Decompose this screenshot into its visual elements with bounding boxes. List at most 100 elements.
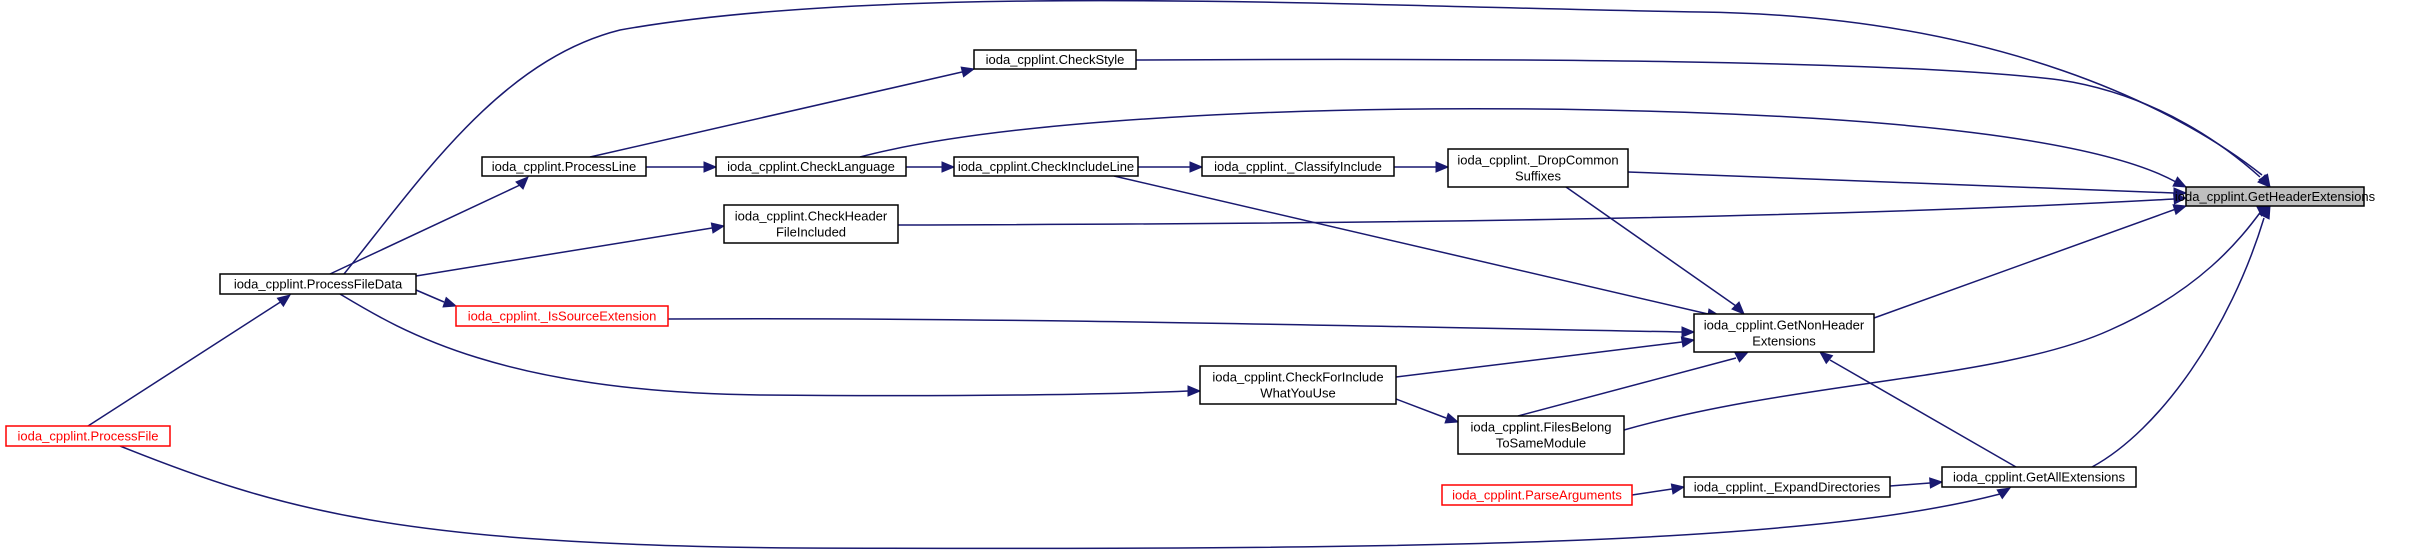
arrowhead-icon: [515, 176, 529, 190]
node-process-file[interactable]: ioda_cpplint.ProcessFile: [5, 425, 171, 447]
node-box: [219, 273, 417, 295]
edge-check_header_file_included-to-get_header_extensions: [897, 193, 2188, 226]
edge-line: [1631, 488, 1673, 496]
edge-drop_common_suffixes-to-get_non_header_extensions: [1565, 186, 1745, 315]
node-label: ioda_cpplint.FilesBelong: [1471, 420, 1612, 435]
edge-drop_common_suffixes-to-get_header_extensions: [1627, 171, 2188, 199]
edge-line: [329, 184, 521, 275]
node-parse-arguments[interactable]: ioda_cpplint.ParseArguments: [1441, 484, 1633, 506]
edge-line: [1565, 186, 1737, 307]
edge-process_file_data-to-check_for_include_what_you_use: [339, 293, 1202, 397]
edge-line: [343, 0, 2263, 275]
edge-process_file_data-to-process_line: [329, 176, 529, 275]
node-label: ioda_cpplint._IsSourceExtension: [468, 309, 657, 324]
edge-line: [897, 198, 2175, 226]
edge-process_file_data-to-check_header_file_included: [415, 222, 726, 277]
node-process-file-data[interactable]: ioda_cpplint.ProcessFileData: [219, 273, 417, 295]
edge-classify_include-to-drop_common_suffixes: [1394, 161, 1450, 173]
node-label: ioda_cpplint._DropCommon: [1457, 153, 1618, 168]
edge-process_line-to-check_style: [589, 66, 976, 158]
node-is-source-extension[interactable]: ioda_cpplint._IsSourceExtension: [455, 305, 669, 327]
node-box: [1941, 466, 2137, 488]
node-label: ioda_cpplint.GetHeaderExtensions: [2175, 189, 2376, 204]
node-label: ioda_cpplint.ParseArguments: [1452, 488, 1622, 503]
arrowhead-icon: [1996, 487, 2012, 500]
call-edges: [87, 0, 2272, 550]
edge-line: [415, 289, 445, 303]
node-box: [723, 204, 899, 244]
arrowhead-icon: [1734, 351, 1750, 363]
node-box: [953, 156, 1139, 177]
node-box: [1683, 476, 1891, 498]
arrowhead-icon: [1818, 351, 1834, 365]
node-box: [5, 425, 171, 447]
node-classify-include[interactable]: ioda_cpplint._ClassifyInclude: [1201, 156, 1395, 177]
arrowhead-icon: [960, 66, 976, 78]
arrowhead-icon: [1681, 326, 1696, 338]
edge-is_source_extension-to-get_non_header_extensions: [667, 317, 1696, 338]
node-label: FileIncluded: [776, 225, 846, 240]
arrowhead-icon: [2257, 174, 2271, 188]
arrowhead-icon: [703, 161, 718, 173]
arrowhead-icon: [1680, 336, 1696, 348]
node-box: [1457, 415, 1625, 455]
node-label: ioda_cpplint.CheckStyle: [986, 52, 1125, 67]
node-label: ToSameModule: [1496, 436, 1586, 451]
arrowhead-icon: [2172, 204, 2188, 216]
arrowhead-icon: [2173, 193, 2188, 205]
node-box: [715, 156, 907, 177]
edge-check_include_line-to-get_non_header_extensions: [1113, 175, 1722, 320]
node-process-line[interactable]: ioda_cpplint.ProcessLine: [481, 156, 647, 177]
edge-process_file_data-to-is_source_extension: [415, 289, 458, 308]
edge-check_style-to-get_header_extensions: [1135, 58, 2271, 188]
node-label: ioda_cpplint.GetNonHeader: [1704, 318, 1865, 333]
edge-check_language-to-check_include_line: [906, 161, 956, 173]
node-label: ioda_cpplint.CheckLanguage: [727, 159, 895, 174]
node-get-header-extensions[interactable]: ioda_cpplint.GetHeaderExtensions: [2175, 186, 2376, 207]
node-label: ioda_cpplint.GetAllExtensions: [1953, 470, 2125, 485]
edge-check_for_include_what_you_use-to-get_non_header_extensions: [1395, 336, 1696, 378]
node-label: ioda_cpplint.ProcessLine: [492, 159, 637, 174]
node-box: [1199, 365, 1397, 405]
edge-line: [1395, 398, 1447, 419]
edge-parse_arguments-to-expand_directories: [1631, 483, 1686, 496]
node-label: ioda_cpplint._ClassifyInclude: [1214, 159, 1382, 174]
node-label: ioda_cpplint.CheckForInclude: [1212, 370, 1383, 385]
arrowhead-icon: [1670, 483, 1686, 495]
arrowhead-icon: [1187, 385, 1202, 397]
node-label: ioda_cpplint.ProcessFileData: [234, 277, 403, 292]
node-label: WhatYouUse: [1260, 386, 1335, 401]
edge-line: [1395, 341, 1683, 378]
node-box: [973, 49, 1137, 70]
node-check-language[interactable]: ioda_cpplint.CheckLanguage: [715, 156, 907, 177]
edge-line: [1873, 208, 2177, 319]
edge-get_all_extensions-to-get_non_header_extensions: [1818, 351, 2017, 468]
node-label: ioda_cpplint.CheckHeader: [735, 209, 888, 224]
node-box: [2185, 186, 2365, 207]
node-box: [1441, 484, 1633, 506]
node-get-all-extensions[interactable]: ioda_cpplint.GetAllExtensions: [1941, 466, 2137, 488]
edge-line: [119, 445, 2001, 550]
node-expand-directories[interactable]: ioda_cpplint._ExpandDirectories: [1683, 476, 1891, 498]
edge-line: [87, 300, 283, 427]
arrowhead-icon: [1435, 161, 1450, 173]
node-box: [1201, 156, 1395, 177]
node-check-include-line[interactable]: ioda_cpplint.CheckIncludeLine: [953, 156, 1139, 177]
node-label: ioda_cpplint._ExpandDirectories: [1694, 480, 1881, 495]
edge-line: [589, 71, 963, 158]
edge-check_language-to-get_header_extensions: [859, 108, 2188, 188]
edge-line: [1113, 175, 1709, 315]
arrowhead-icon: [1731, 301, 1745, 315]
arrowhead-icon: [1929, 477, 1944, 489]
node-check-style[interactable]: ioda_cpplint.CheckStyle: [973, 49, 1137, 70]
edge-line: [859, 108, 2177, 183]
edge-check_for_include_what_you_use-to-files_belong_to_same_module: [1395, 398, 1460, 424]
call-nodes: ioda_cpplint.GetHeaderExtensions ioda_cpp…: [5, 49, 2376, 506]
arrowhead-icon: [276, 294, 292, 308]
